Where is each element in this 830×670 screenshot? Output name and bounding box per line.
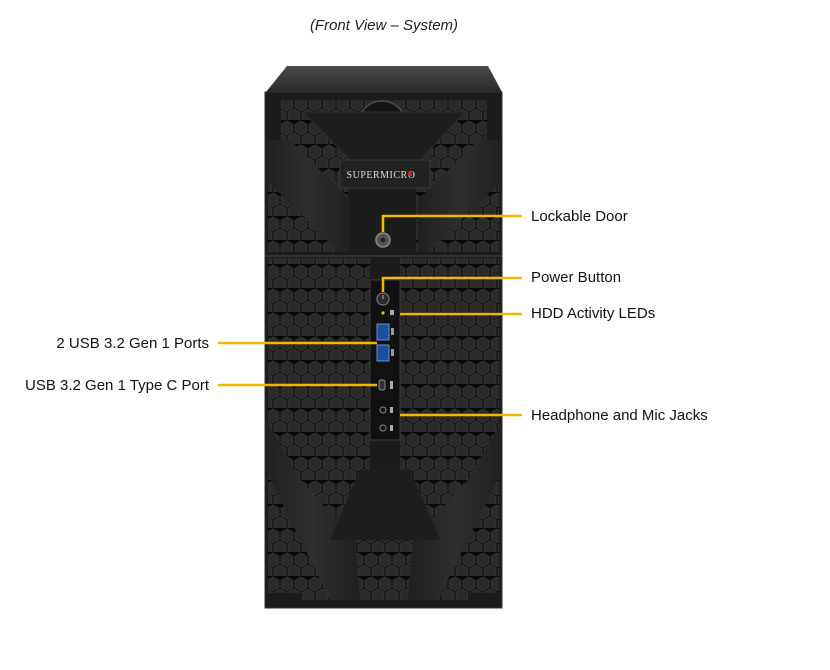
logo-plate bbox=[339, 159, 431, 189]
headphone-jack bbox=[379, 406, 387, 414]
x-band-lower-left bbox=[266, 420, 360, 600]
x-band-lower-center bbox=[330, 470, 440, 540]
figure-caption: (Front View – System) bbox=[309, 17, 459, 34]
chassis-top bbox=[266, 66, 502, 92]
usb-port-1 bbox=[376, 323, 390, 341]
callout-lines bbox=[218, 214, 522, 417]
usb-port-2 bbox=[376, 344, 390, 362]
x-band-lower-right bbox=[408, 420, 502, 600]
callout-line-lockable-door bbox=[381, 214, 522, 232]
x-band-upper-left bbox=[266, 140, 350, 252]
usb-c-port bbox=[378, 379, 386, 391]
callout-label-power-button: Power Button bbox=[531, 269, 622, 286]
callout-label-hdd-activity-leds: HDD Activity LEDs bbox=[531, 305, 656, 322]
callout-label-lockable-door: Lockable Door bbox=[531, 208, 628, 225]
callout-line-power-button bbox=[381, 276, 522, 292]
callout-label-headphone-mic-jacks: Headphone and Mic Jacks bbox=[531, 407, 708, 424]
callout-label-usb-ports: 2 USB 3.2 Gen 1 Ports bbox=[56, 335, 209, 352]
logo-accent bbox=[407, 171, 413, 177]
mic-jack bbox=[379, 424, 387, 432]
callout-label-usb-type-c: USB 3.2 Gen 1 Type C Port bbox=[25, 377, 209, 394]
x-band-upper-right bbox=[418, 140, 502, 252]
hdd-led bbox=[381, 311, 385, 315]
brand-logo: SUPERMICRO bbox=[347, 170, 416, 181]
